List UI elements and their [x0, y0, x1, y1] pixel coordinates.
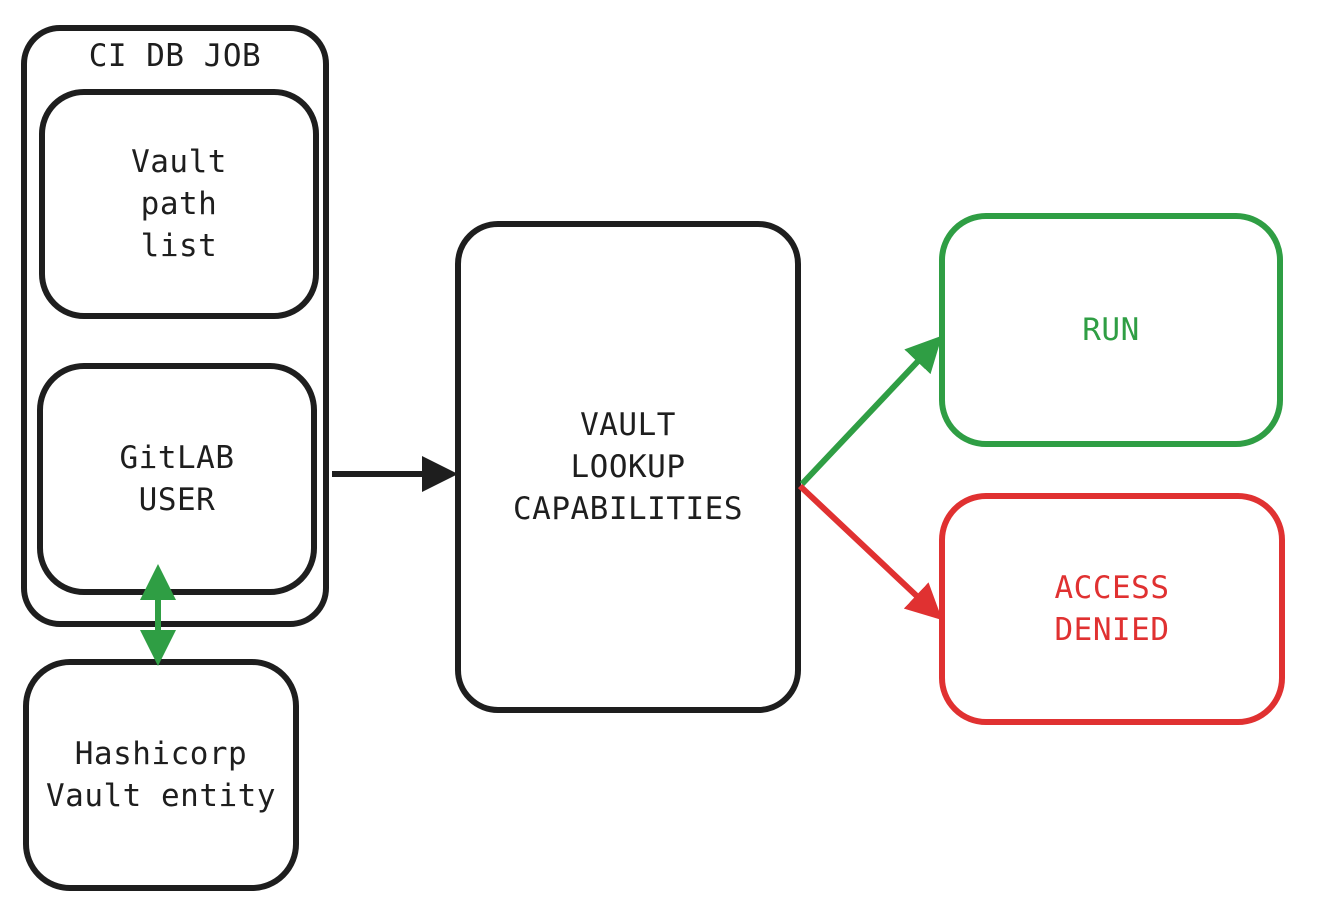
hashicorp-entity-label: Hashicorp Vault entity	[26, 662, 296, 888]
gitlab-user-line-2: USER	[138, 482, 216, 518]
vault-path-list-line-3: list	[140, 228, 218, 264]
run-label: RUN	[942, 216, 1280, 444]
gitlab-user-box	[37, 363, 317, 595]
hashicorp-entity-line-2: Vault entity	[46, 778, 276, 814]
vault-path-list-line-1: Vault	[131, 144, 227, 180]
vault-lookup-box	[455, 221, 801, 713]
arrow-lookup-to-denied	[797, 483, 943, 621]
access-denied-line-2: DENIED	[1054, 612, 1170, 648]
vault-path-list-label: Vault path list	[42, 92, 316, 316]
gitlab-user-label: GitLAB USER	[40, 366, 314, 592]
gitlab-user-line-1: GitLAB	[119, 440, 235, 476]
vault-lookup-line-2: LOOKUP	[570, 449, 686, 485]
access-denied-label: ACCESS DENIED	[942, 496, 1282, 722]
run-label-text: RUN	[1082, 312, 1140, 348]
vault-path-list-line-2: path	[140, 186, 218, 222]
hashicorp-entity-line-1: Hashicorp	[74, 736, 248, 772]
access-denied-line-1: ACCESS	[1054, 570, 1170, 606]
run-box	[939, 213, 1283, 447]
vault-lookup-line-3: CAPABILITIES	[513, 491, 743, 527]
vault-lookup-line-1: VAULT	[580, 407, 676, 443]
vault-lookup-label: VAULT LOOKUP CAPABILITIES	[458, 224, 798, 710]
ci-db-job-title: CI DB JOB	[24, 34, 326, 78]
ci-db-job-title-text: CI DB JOB	[88, 38, 262, 74]
arrow-lookup-to-run	[799, 335, 943, 487]
vault-path-list-box	[39, 89, 319, 319]
